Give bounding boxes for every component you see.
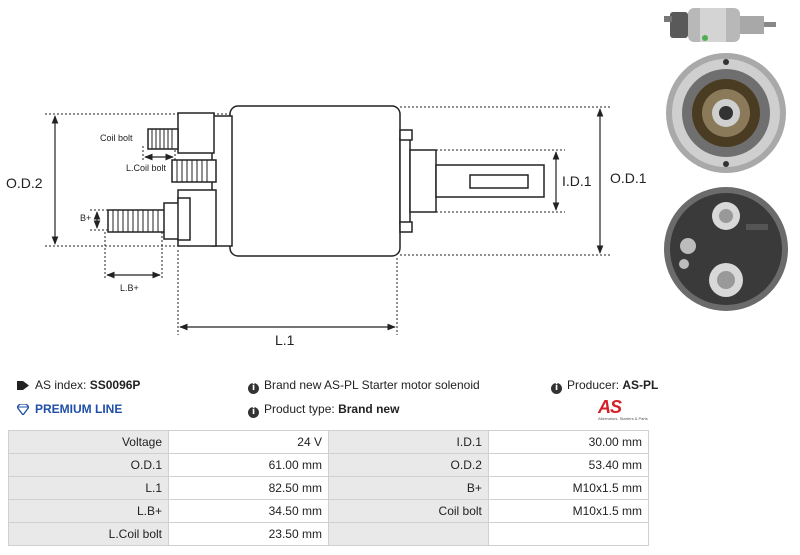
specs-table: Voltage 24 V I.D.1 30.00 mm O.D.1 61.00 … bbox=[7, 430, 650, 546]
as-index-label: AS index: bbox=[35, 378, 87, 392]
solenoid-body bbox=[107, 105, 545, 257]
b-plus-label: B+ bbox=[80, 213, 91, 223]
table-row: O.D.1 61.00 mm O.D.2 53.40 mm bbox=[7, 453, 650, 477]
solenoid-dimension-drawing: O.D.2 O.D.1 I.D.1 L.1 L.B+ B+ Coil bolt … bbox=[6, 105, 647, 348]
product-photo-rear bbox=[664, 187, 788, 311]
od2-label: O.D.2 bbox=[6, 175, 43, 191]
as-pl-logo: AS Alternators, Starters & Parts bbox=[598, 397, 658, 425]
spec-label: Voltage bbox=[7, 430, 170, 454]
info-icon: i bbox=[248, 383, 259, 394]
diamond-icon bbox=[17, 404, 29, 415]
product-type: i Product type: Brand new bbox=[248, 401, 399, 418]
spec-value: 82.50 mm bbox=[168, 476, 329, 500]
product-photo-side bbox=[664, 8, 776, 42]
producer: i Producer: AS-PL bbox=[551, 377, 658, 394]
spec-label: I.D.1 bbox=[327, 430, 489, 454]
spec-value: M10x1.5 mm bbox=[487, 499, 650, 523]
logo-mark: AS bbox=[598, 397, 622, 417]
spec-value: 53.40 mm bbox=[487, 453, 650, 477]
spec-value bbox=[487, 522, 650, 546]
spec-value: 24 V bbox=[168, 430, 329, 454]
product-type-label: Product type: bbox=[264, 402, 335, 416]
id1-label: I.D.1 bbox=[562, 173, 592, 189]
spec-value: 61.00 mm bbox=[168, 453, 329, 477]
od1-label: O.D.1 bbox=[610, 170, 647, 186]
table-row: L.1 82.50 mm B+ M10x1.5 mm bbox=[7, 476, 650, 500]
spec-label bbox=[327, 522, 489, 546]
as-index: AS index: SS0096P bbox=[17, 377, 140, 393]
description-text: Brand new AS-PL Starter motor solenoid bbox=[264, 378, 480, 392]
l1-label: L.1 bbox=[275, 332, 295, 348]
logo-subtext: Alternators, Starters & Parts bbox=[598, 416, 648, 421]
spec-label: L.Coil bolt bbox=[7, 522, 170, 546]
as-index-value: SS0096P bbox=[89, 378, 141, 392]
spec-label: O.D.2 bbox=[327, 453, 489, 477]
product-photo-front bbox=[666, 53, 786, 173]
spec-value: 34.50 mm bbox=[168, 499, 329, 523]
premium-line: PREMIUM LINE bbox=[17, 401, 122, 417]
table-row: L.B+ 34.50 mm Coil bolt M10x1.5 mm bbox=[7, 499, 650, 523]
spec-label: Coil bolt bbox=[327, 499, 489, 523]
spec-value: 23.50 mm bbox=[168, 522, 329, 546]
producer-value: AS-PL bbox=[622, 378, 659, 392]
info-icon: i bbox=[551, 383, 562, 394]
lb-plus-label: L.B+ bbox=[120, 283, 139, 293]
spec-label: O.D.1 bbox=[7, 453, 170, 477]
premium-line-label: PREMIUM LINE bbox=[35, 402, 123, 416]
coil-bolt-label: Coil bolt bbox=[100, 133, 133, 143]
spec-label: B+ bbox=[327, 476, 489, 500]
spec-label: L.B+ bbox=[7, 499, 170, 523]
spec-label: L.1 bbox=[7, 476, 170, 500]
table-row: L.Coil bolt 23.50 mm bbox=[7, 522, 650, 546]
description: i Brand new AS-PL Starter motor solenoid bbox=[248, 377, 480, 394]
table-row: Voltage 24 V I.D.1 30.00 mm bbox=[7, 430, 650, 454]
spec-value: M10x1.5 mm bbox=[487, 476, 650, 500]
producer-label: Producer: bbox=[567, 378, 620, 392]
l-coil-bolt-label: L.Coil bolt bbox=[126, 163, 167, 173]
product-type-value: Brand new bbox=[338, 402, 400, 416]
spec-value: 30.00 mm bbox=[487, 430, 650, 454]
tag-icon bbox=[17, 381, 29, 390]
info-icon: i bbox=[248, 407, 259, 418]
